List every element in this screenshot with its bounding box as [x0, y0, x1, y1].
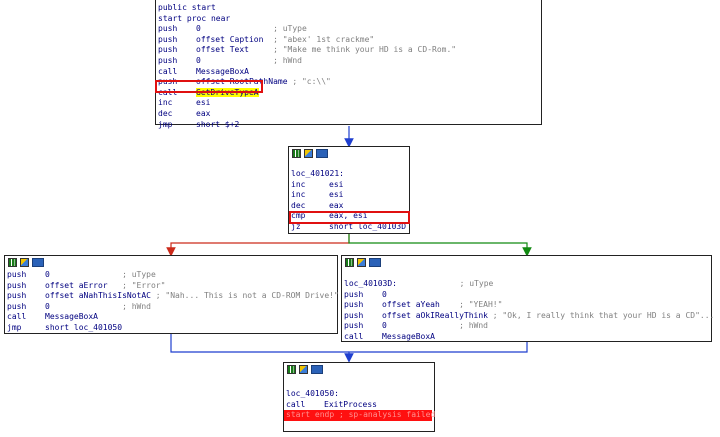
code-line: loc_401050: [286, 389, 339, 398]
function-name: GetDriveTypeA [196, 87, 259, 97]
image-icon[interactable] [357, 258, 366, 267]
graph-overview-icon[interactable] [287, 365, 296, 374]
code-line: loc_40103D: ; uType [344, 279, 494, 288]
graph-overview-icon[interactable] [8, 258, 17, 267]
image-icon[interactable] [299, 365, 308, 374]
block-toolbar [342, 256, 711, 269]
graph-overview-icon[interactable] [292, 149, 301, 158]
image-icon[interactable] [20, 258, 29, 267]
block-toolbar [5, 256, 337, 269]
code-line: public start [158, 3, 216, 12]
block-toolbar [289, 147, 409, 160]
edge-true-branch [348, 234, 532, 257]
image-icon[interactable] [304, 149, 313, 158]
text-view-icon[interactable] [311, 365, 323, 374]
text-view-icon[interactable] [369, 258, 381, 267]
edge-block4-to-block5 [344, 342, 528, 363]
code-line: loc_401021: [291, 169, 344, 178]
code-line-error: start endp ; sp-analysis failed [284, 410, 436, 421]
text-view-icon[interactable] [316, 149, 328, 158]
block-toolbar [284, 363, 434, 376]
code-line: start proc near [158, 13, 231, 23]
edge-false-branch [166, 234, 350, 257]
graph-overview-icon[interactable] [345, 258, 354, 267]
text-view-icon[interactable] [32, 258, 44, 267]
edge-block3-to-block5 [170, 334, 349, 353]
